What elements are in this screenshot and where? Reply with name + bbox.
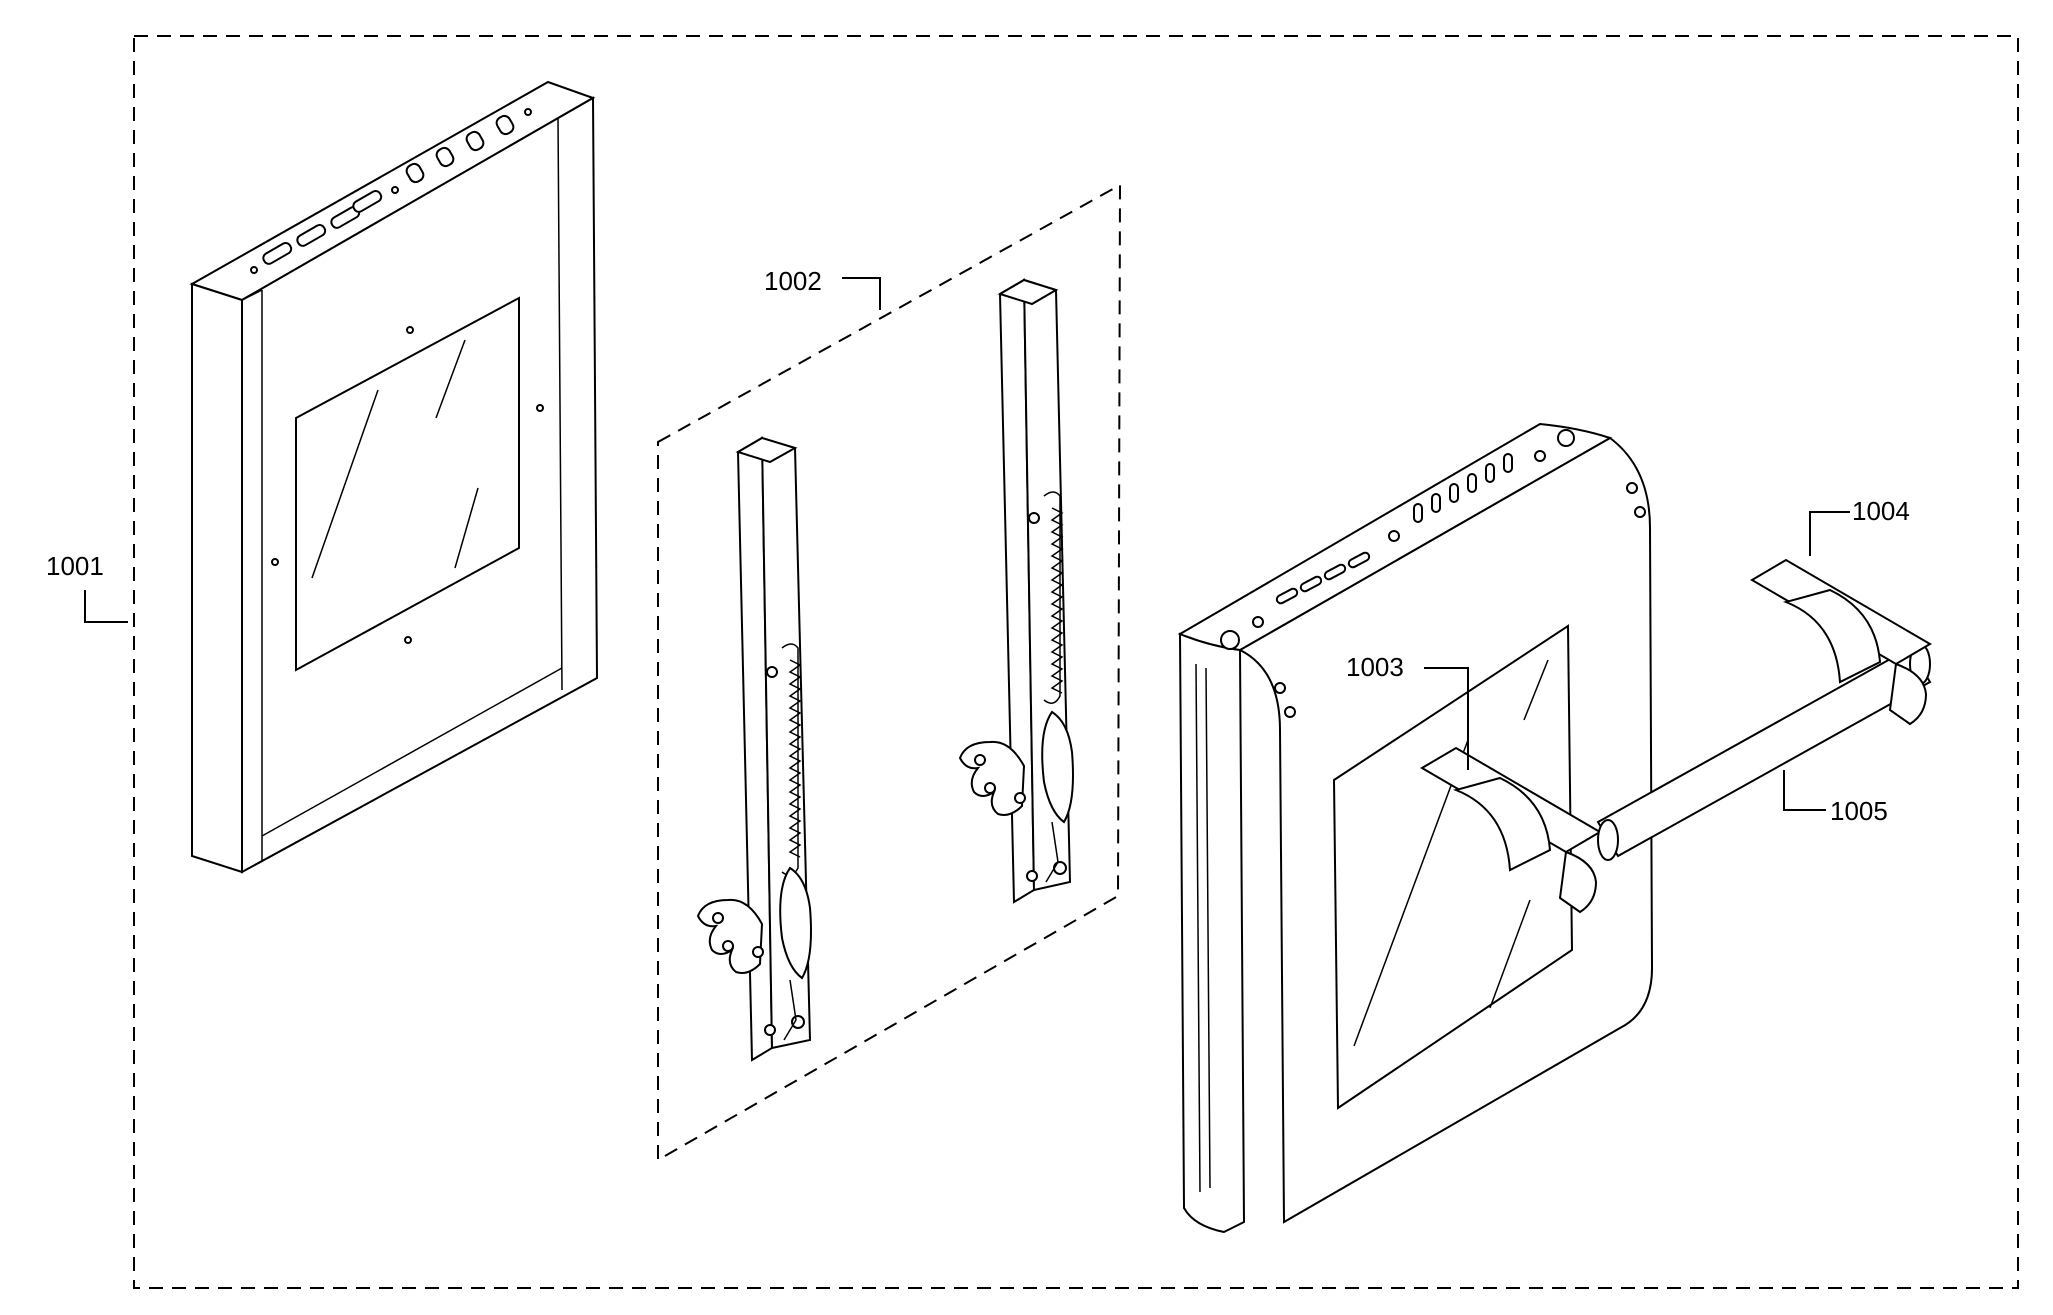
callout-label-1004: 1004 [1852, 496, 1910, 526]
callout-1003: 1003 [1346, 652, 1469, 770]
hinge-right-spring [1050, 507, 1064, 694]
callout-1005: 1005 [1783, 770, 1888, 826]
callout-label-1001: 1001 [46, 551, 104, 581]
callout-1002: 1002 [764, 266, 881, 310]
hinge-kit-boundary [657, 183, 1122, 1162]
hinge-left [696, 436, 812, 1062]
hinge-left-spring [788, 659, 802, 858]
callout-label-1003: 1003 [1346, 652, 1404, 682]
callout-label-1002: 1002 [764, 266, 822, 296]
callout-1004: 1004 [1809, 496, 1910, 556]
handle-right-bracket [1750, 558, 1932, 726]
callout-label-1005: 1005 [1830, 796, 1888, 826]
assembly-boundary [133, 35, 2019, 1289]
handle-left-bracket [1420, 746, 1602, 914]
handle-bar [1596, 643, 1932, 861]
door-inner-panel [189, 80, 599, 874]
callout-1001: 1001 [46, 551, 128, 623]
outer-door-top-vents [1220, 429, 1646, 718]
door-top-vent-slots [250, 108, 532, 274]
hinge-right [958, 278, 1074, 904]
door-outer-panel [1177, 422, 1654, 1234]
